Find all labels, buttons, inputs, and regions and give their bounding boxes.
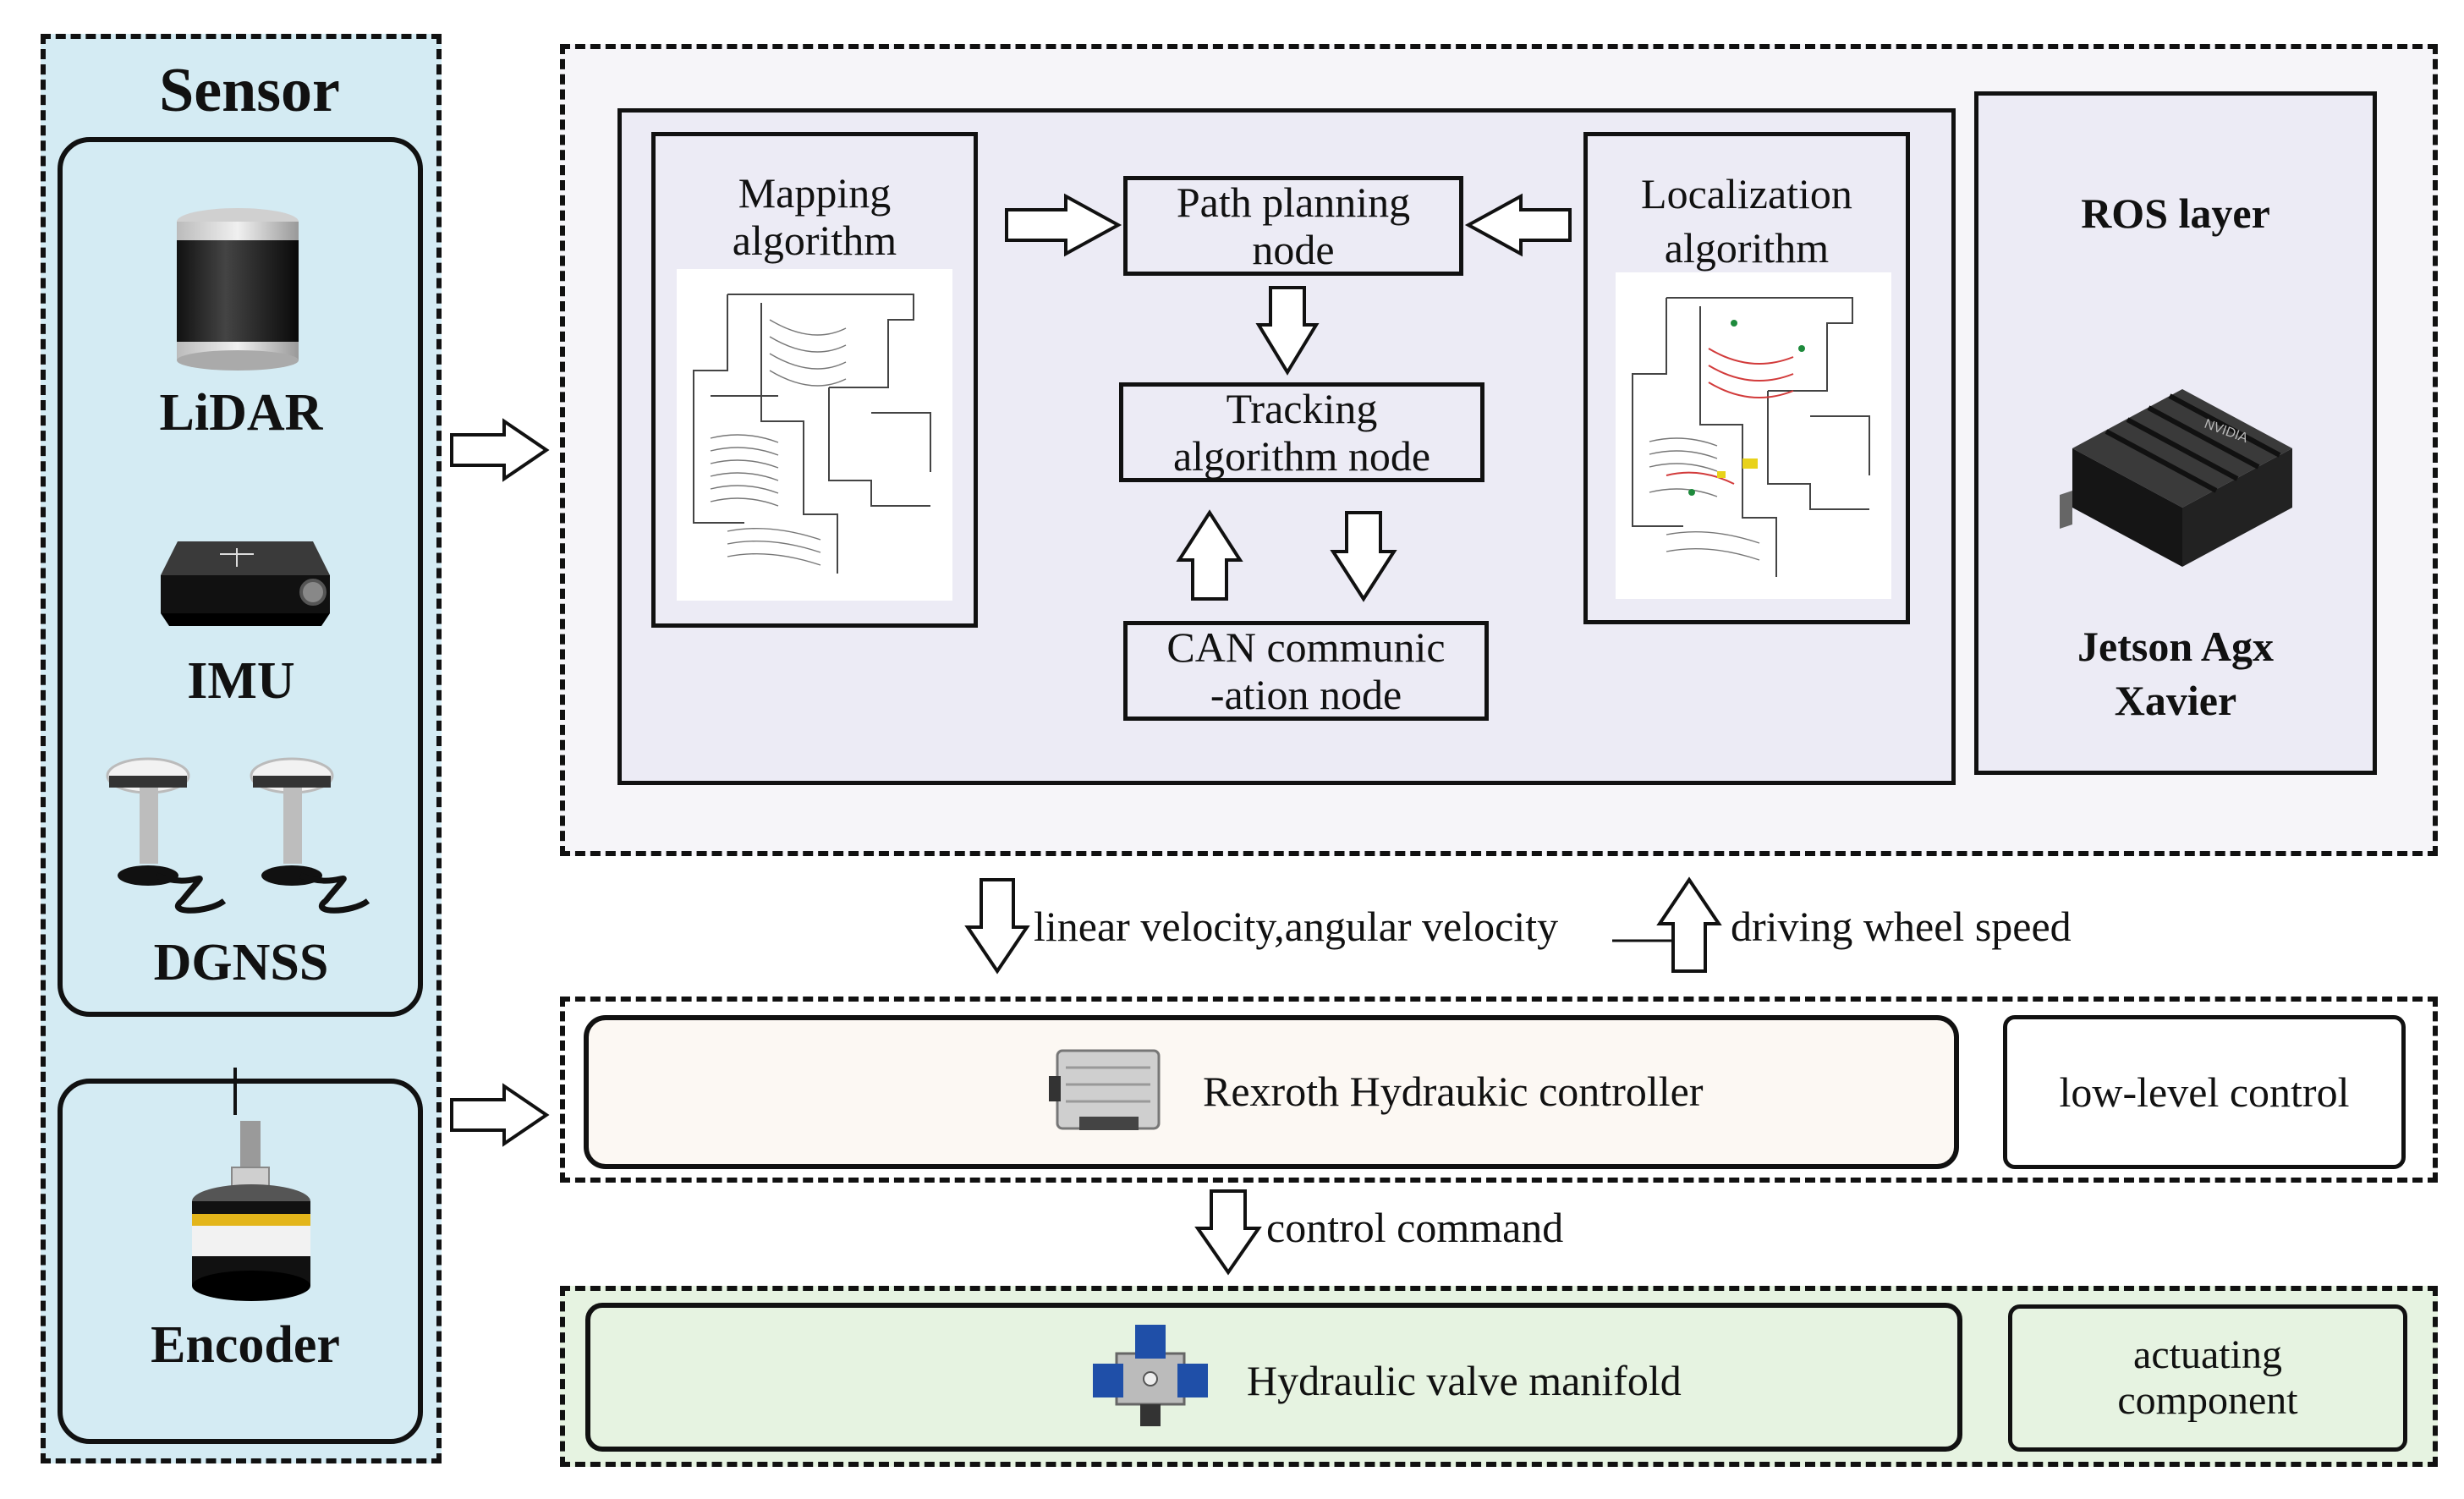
path-planning-line1: Path planning [1176, 178, 1411, 226]
ecu-icon [1049, 1042, 1167, 1137]
tracking-to-can-arrow [1330, 511, 1397, 602]
lidar-label: LiDAR [159, 383, 323, 442]
controller-label: Rexroth Hydraukic controller [1203, 1068, 1704, 1115]
mapping-map-image [677, 269, 952, 601]
can-communication-node: CAN communic -ation node [1123, 621, 1489, 721]
valve-manifold-box [585, 1303, 1962, 1452]
actuating-line1: actuating [2133, 1332, 2282, 1378]
tracking-line2: algorithm node [1172, 432, 1431, 480]
sensor-group-box [58, 137, 423, 1017]
jetson-line2: Xavier [2114, 677, 2237, 724]
imu-label: IMU [187, 651, 295, 710]
path-planning-node: Path planning node [1123, 176, 1463, 276]
velocity-down-arrow [964, 878, 1030, 975]
jetson-icon: NVIDIA [2055, 355, 2309, 575]
dgnss-label: DGNSS [153, 933, 329, 991]
low-level-control-box: low-level control [2003, 1015, 2406, 1169]
mapping-label-line2: algorithm [732, 216, 897, 264]
mapping-label: Mapping algorithm [660, 167, 969, 265]
actuator-panel [560, 1286, 2438, 1467]
jetson-line1: Jetson Agx [2077, 623, 2274, 670]
ros-layer-label: ROS layer [2081, 189, 2270, 237]
control-command-arrow [1194, 1189, 1262, 1276]
localization-line1: Localization [1641, 170, 1852, 217]
wheel-speed-signal-label: driving wheel speed [1731, 903, 2072, 950]
imu-icon [152, 524, 338, 634]
path-planning-line2: node [1252, 226, 1335, 273]
mapping-label-line1: Mapping [738, 168, 892, 217]
tracking-line1: Tracking [1226, 385, 1378, 432]
localization-map-image [1616, 272, 1891, 599]
valve-manifold-label: Hydraulic valve manifold [1247, 1357, 1682, 1404]
controller-box [584, 1015, 1959, 1169]
actuating-line2: component [2117, 1378, 2298, 1423]
can-line2: -ation node [1210, 671, 1402, 718]
wheel-speed-up-arrow [1656, 876, 1722, 973]
tracking-node: Tracking algorithm node [1119, 382, 1484, 482]
sensor-title: Sensor [159, 55, 340, 125]
lidar-icon [173, 203, 302, 372]
valve-icon [1083, 1320, 1218, 1430]
controller-panel [560, 997, 2438, 1183]
mapping-to-path-arrow [1005, 193, 1122, 257]
encoder-label: Encoder [151, 1315, 340, 1374]
localization-label: Localization algorithm [1588, 166, 1906, 276]
velocity-signal-label: linear velocity,angular velocity [1034, 903, 1559, 950]
path-to-tracking-arrow [1255, 286, 1320, 376]
can-line1: CAN communic [1166, 623, 1446, 671]
encoder-to-controller-arrow [450, 1083, 550, 1147]
encoder-icon [188, 1121, 315, 1303]
encoder-box [58, 1079, 423, 1444]
localization-line2: algorithm [1664, 224, 1830, 272]
dgnss-icon [97, 757, 385, 918]
jetson-label: Jetson Agx Xavier [1974, 614, 2377, 733]
can-to-tracking-arrow [1176, 509, 1243, 601]
actuating-component-box: actuating component [2008, 1304, 2407, 1452]
control-command-label: control command [1266, 1204, 1564, 1251]
localization-to-path-arrow [1464, 193, 1572, 257]
sensor-to-ros-arrow [450, 418, 550, 482]
